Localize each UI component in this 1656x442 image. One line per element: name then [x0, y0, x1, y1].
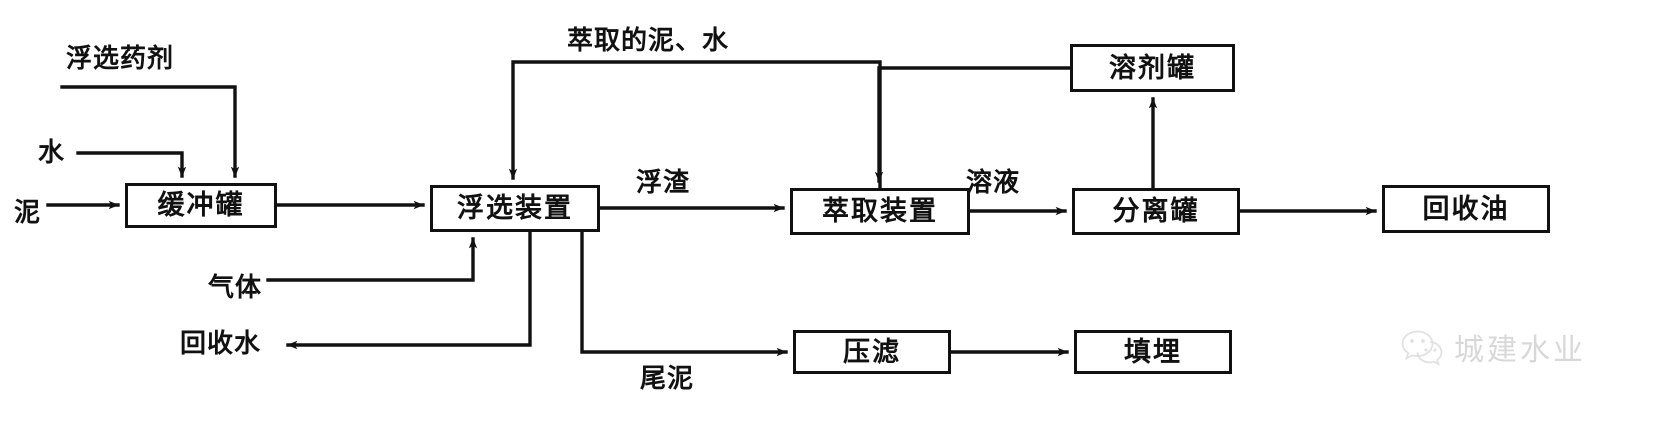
wire-water-to-buffer — [76, 151, 187, 178]
node-buffer-tank[interactable]: 缓冲罐 — [125, 183, 277, 228]
wire-flotation-agent-to-buffer — [60, 85, 240, 178]
label-reclaimed-water: 回收水 — [180, 329, 262, 358]
node-extraction-device[interactable]: 萃取装置 — [790, 188, 970, 235]
label-extracted-mud-water: 萃取的泥、水 — [567, 26, 730, 55]
node-landfill[interactable]: 填埋 — [1074, 330, 1232, 374]
wechat-icon — [1401, 330, 1443, 366]
node-landfill-label: 填埋 — [1124, 336, 1182, 367]
node-solvent-tank[interactable]: 溶剂罐 — [1070, 44, 1235, 92]
label-sludge: 泥 — [14, 198, 42, 227]
wire-flotation-to-reclaimed-water — [286, 230, 532, 350]
node-recovered-oil[interactable]: 回收油 — [1382, 185, 1550, 233]
label-tail-mud: 尾泥 — [640, 364, 695, 393]
watermark-text: 城建水业 — [1454, 334, 1586, 367]
node-press-filter[interactable]: 压滤 — [793, 330, 951, 374]
node-separator-tank[interactable]: 分离罐 — [1072, 188, 1240, 235]
label-solution: 溶液 — [966, 168, 1021, 197]
node-flotation-device-label: 浮选装置 — [457, 193, 573, 223]
node-recovered-oil-label: 回收油 — [1422, 193, 1510, 224]
node-press-filter-label: 压滤 — [843, 336, 901, 367]
node-extraction-device-label: 萃取装置 — [822, 196, 938, 226]
label-scum: 浮渣 — [636, 168, 691, 197]
label-gas: 气体 — [208, 273, 263, 302]
node-flotation-device[interactable]: 浮选装置 — [430, 185, 600, 232]
wire-extraction-recycle-to-flotation — [508, 60, 882, 190]
node-separator-tank-label: 分离罐 — [1112, 196, 1200, 226]
wire-flotation-to-press — [580, 230, 788, 357]
label-flotation-agent: 浮选药剂 — [66, 44, 175, 73]
wire-gas-to-flotation — [266, 237, 478, 282]
node-solvent-tank-label: 溶剂罐 — [1109, 52, 1196, 83]
node-buffer-tank-label: 缓冲罐 — [157, 190, 245, 220]
label-water: 水 — [38, 138, 66, 167]
watermark: 城建水业 — [1400, 325, 1586, 369]
